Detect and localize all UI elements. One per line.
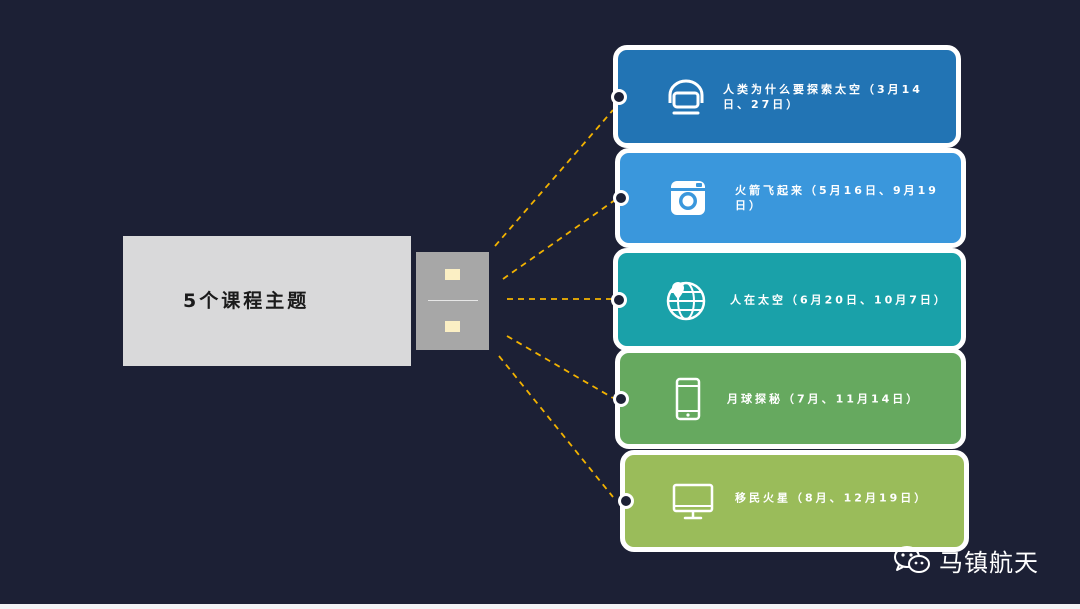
card-hole [618, 493, 634, 509]
globe-location-icon [666, 281, 706, 320]
topic-card-2: 火箭飞起来（5月16日、9月19日） [613, 148, 966, 248]
topic-card-1: 人类为什么要探索太空（3月14日、27日） [611, 45, 961, 148]
topic-label-3: 人在太空（6月20日、10月7日） [730, 293, 948, 306]
bottom-strip [0, 604, 1080, 609]
card-hole [613, 190, 629, 206]
watermark: 马镇航天 [893, 543, 1039, 577]
connector-line-4 [506, 335, 614, 399]
card-hole [613, 390, 629, 407]
usb-pin-top [445, 269, 460, 280]
connector-line-2 [502, 199, 616, 280]
camera-icon [671, 181, 705, 215]
topic-card-3: 人在太空（6月20日、10月7日） [611, 248, 966, 351]
topic-card-4: 月球探秘（7月、11月14日） [613, 348, 966, 449]
connector-line-5 [498, 355, 614, 498]
usb-pin-bottom [445, 321, 460, 332]
diagram-title: 5个课程主题 [183, 290, 310, 312]
topic-label-1: 人类为什么要探索太空（3月14日、27日） [723, 82, 923, 111]
watermark-text: 马镇航天 [939, 548, 1039, 577]
topic-label-4: 月球探秘（7月、11月14日） [727, 392, 921, 405]
smartphone-icon [675, 377, 701, 420]
topic-label-2: 火箭飞起来（5月16日、9月19日） [735, 184, 939, 212]
usb-drive-body: 5个课程主题 [123, 236, 411, 366]
monitor-icon [672, 483, 714, 520]
card-hole [611, 291, 627, 308]
astronaut-helmet-icon [668, 79, 704, 114]
topic-card-5: 移民火星（8月、12月19日） [618, 450, 969, 552]
wechat-icon [894, 546, 930, 573]
card-hole [611, 88, 627, 105]
connector-line-1 [494, 109, 614, 247]
usb-plug-divider [428, 300, 478, 301]
topic-label-5: 移民火星（8月、12月19日） [735, 491, 929, 505]
usb-connector [416, 252, 489, 350]
